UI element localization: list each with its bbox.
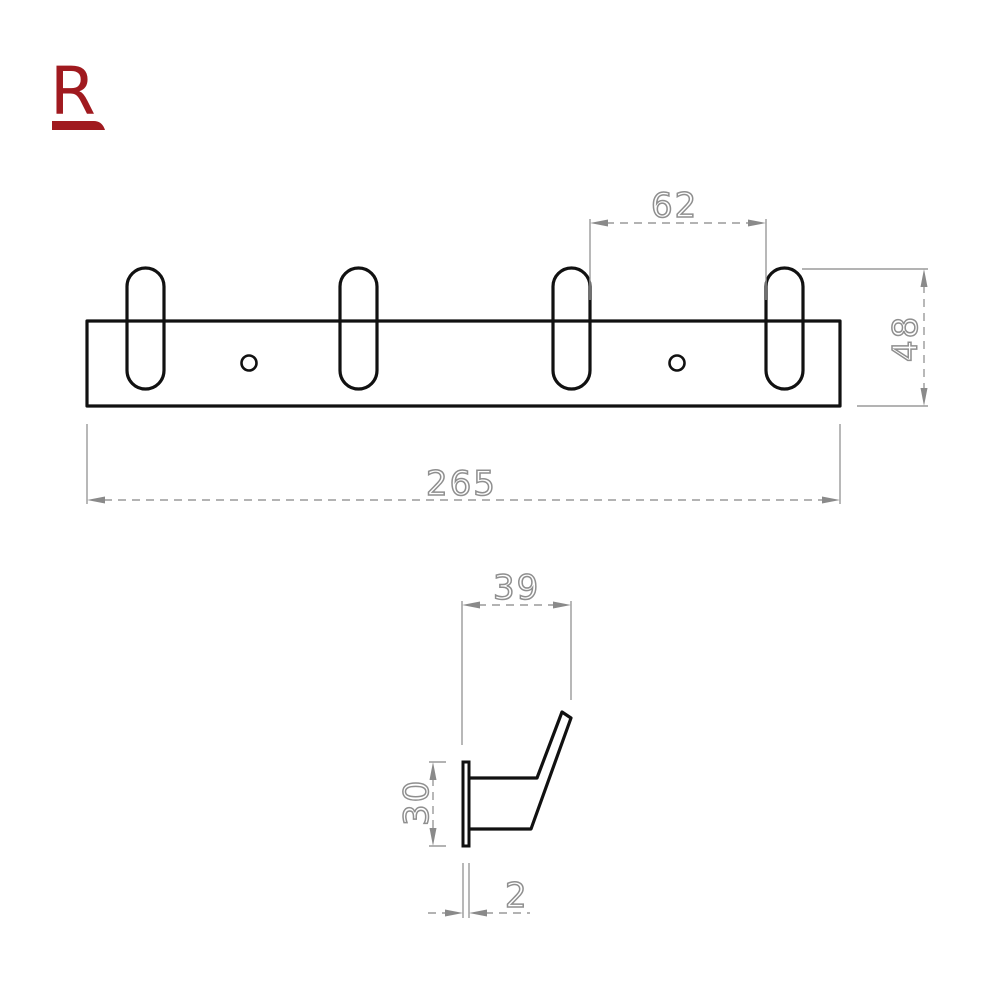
dimension-plate-height: 30	[396, 761, 446, 847]
mount-hole-1	[240, 354, 258, 372]
wall-plate	[461, 760, 471, 848]
dimension-projection-depth: 39	[461, 567, 572, 745]
logo-letter: R	[50, 53, 96, 130]
dimension-label: 265	[426, 464, 497, 504]
hook-profile	[470, 710, 573, 831]
backing-rail	[85, 319, 842, 408]
hook-4	[764, 266, 805, 391]
brand-logo: R	[50, 53, 105, 130]
dimension-label: 39	[493, 568, 540, 608]
logo-underline	[52, 121, 105, 130]
dimension-overall-width: 265	[86, 424, 841, 505]
mount-hole-2	[668, 354, 686, 372]
dimension-label: 62	[651, 186, 698, 226]
hook-3	[551, 266, 592, 391]
side-view	[461, 710, 573, 848]
hook-2	[338, 266, 379, 391]
dimension-label: 30	[397, 779, 437, 826]
dimension-overall-height: 48	[802, 268, 928, 407]
front-view	[85, 266, 842, 408]
dimension-label: 48	[886, 315, 926, 362]
dimension-label: 2	[505, 876, 529, 916]
hook-1	[125, 266, 166, 391]
dimension-plate-thickness: 2	[428, 863, 530, 918]
dimension-hook-spacing: 62	[589, 185, 767, 300]
